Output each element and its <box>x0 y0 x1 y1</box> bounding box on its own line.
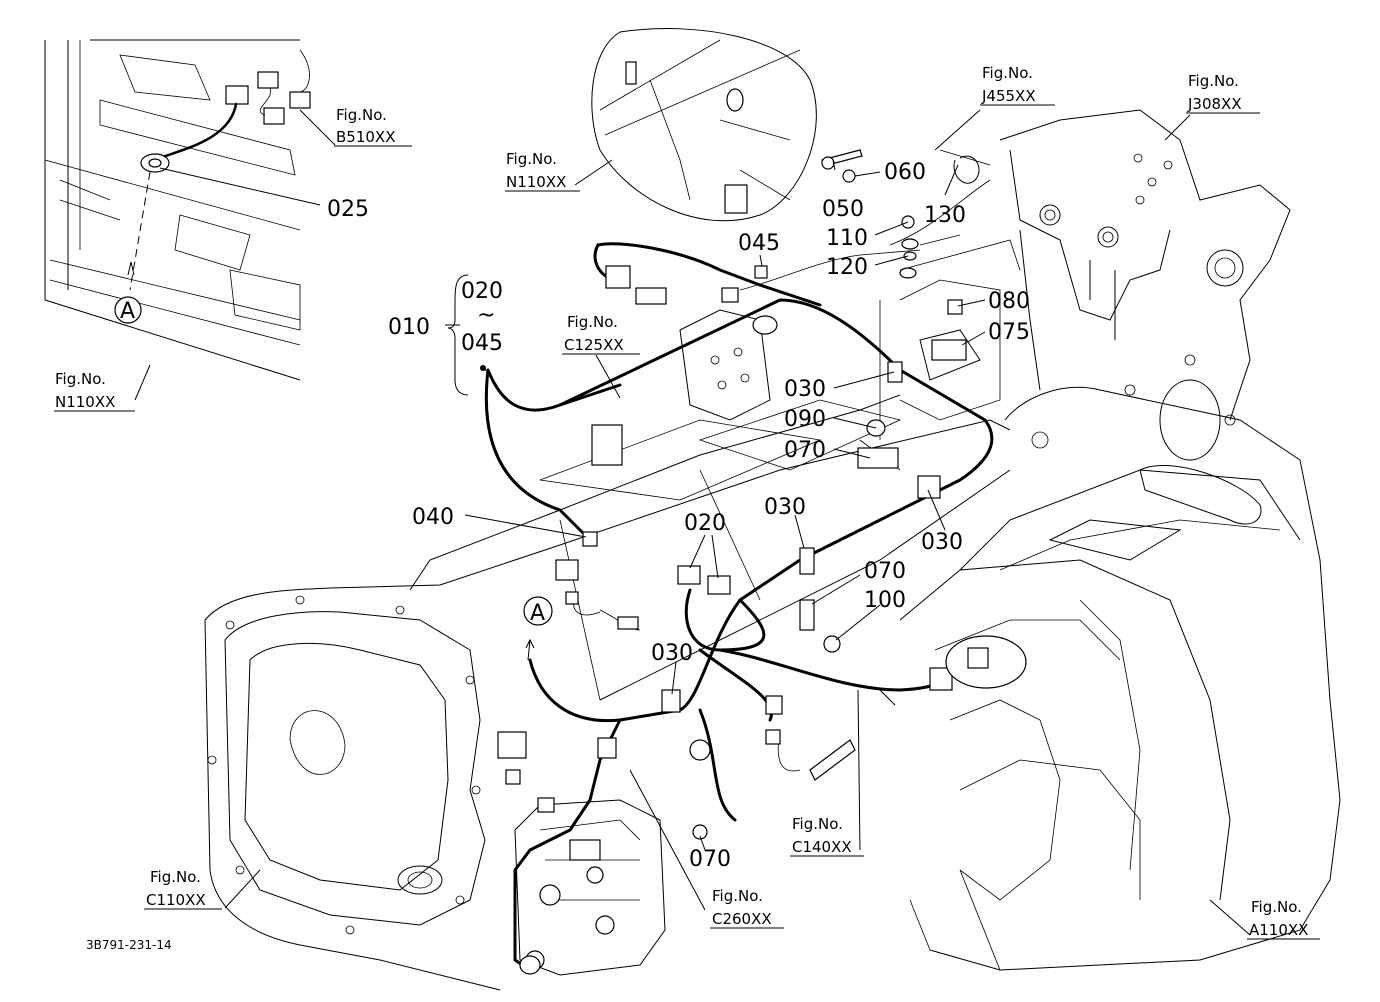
fig-ref-c110-line2: C110XX <box>146 891 206 909</box>
leader-lines <box>224 109 1251 936</box>
connector-icon <box>929 667 953 691</box>
part-label-130: 130 <box>924 203 966 228</box>
part-label-075: 075 <box>988 320 1030 345</box>
fig-ref-a110-line1: Fig.No. <box>1251 898 1302 916</box>
part-label-120: 120 <box>826 255 868 280</box>
fig-ref-n110-top-line1: Fig.No. <box>506 150 557 168</box>
part-label-070-c: 070 <box>689 847 731 872</box>
clamp-icon <box>887 361 903 383</box>
part-label-060: 060 <box>884 160 926 185</box>
part-label-070-a: 070 <box>784 438 826 463</box>
fig-ref-c110-line1: Fig.No. <box>150 868 201 886</box>
components <box>497 149 1027 975</box>
clamp-icon <box>917 475 941 499</box>
part-label-100: 100 <box>864 588 906 613</box>
fig-ref-j455-line1: Fig.No. <box>982 64 1033 82</box>
callout-bubble: Fig.No. N110XX <box>505 28 817 222</box>
bracket-075-icon <box>931 339 967 361</box>
part-label-080: 080 <box>988 289 1030 314</box>
part-label-010: 010 <box>388 315 430 340</box>
fig-ref-b510-line2: B510XX <box>336 128 395 146</box>
part-label-090: 090 <box>784 407 826 432</box>
fig-ref-j308-line2: J308XX <box>1187 95 1242 113</box>
bolt-080-icon <box>947 299 963 315</box>
clamp-icon <box>661 689 681 713</box>
fig-references: Fig.No. J455XX Fig.No. J308XX Fig.No. C1… <box>144 64 1320 940</box>
connector-icon <box>605 265 631 289</box>
fig-ref-c140-line1: Fig.No. <box>792 815 843 833</box>
fig-ref-c125-line2: C125XX <box>564 336 624 354</box>
part-label-025: 025 <box>327 197 369 222</box>
fig-ref-c140-line2: C140XX <box>792 838 852 856</box>
clamp-040-icon <box>582 531 598 547</box>
connector-icon <box>225 85 249 105</box>
part-label-040: 040 <box>412 505 454 530</box>
connector-icon <box>497 731 527 759</box>
transmission-case <box>204 109 1341 991</box>
fig-ref-n110-left-line1: Fig.No. <box>55 370 106 388</box>
part-label-050: 050 <box>822 197 864 222</box>
part-label-030-c: 030 <box>921 530 963 555</box>
part-labels: 045 060 050 130 110 120 080 075 010 020 … <box>388 160 1030 872</box>
marker-a-main-circle <box>523 596 553 626</box>
connector-icon <box>555 559 579 581</box>
fig-ref-j308-line1: Fig.No. <box>1188 72 1239 90</box>
fig-ref-n110-left-line2: N110XX <box>55 393 115 411</box>
part-label-110: 110 <box>826 226 868 251</box>
fig-ref-c125-line1: Fig.No. <box>567 313 618 331</box>
fig-ref-c260-line2: C260XX <box>712 910 772 928</box>
fig-ref-j455-line2: J455XX <box>981 87 1036 105</box>
marker-a-top: A <box>120 299 135 324</box>
sensor-icon <box>809 739 856 781</box>
fig-ref-b510-line1: Fig.No. <box>336 106 387 124</box>
fig-ref-n110-top-line2: N110XX <box>506 173 566 191</box>
range-tilde: ~ <box>477 303 495 328</box>
bracket-070-icon <box>799 599 815 631</box>
part-label-030-d: 030 <box>651 641 693 666</box>
fig-ref-a110-line2: A110XX <box>1249 921 1308 939</box>
marker-a-circle <box>114 296 142 324</box>
clamp-icon <box>799 547 815 575</box>
part-label-020: 020 <box>684 511 726 536</box>
part-label-070-b: 070 <box>864 559 906 584</box>
bolt-icon <box>754 265 768 279</box>
marker-a-main: A <box>530 601 545 626</box>
part-label-045: 045 <box>738 231 780 256</box>
part-label-045-range-end: 045 <box>461 331 503 356</box>
part-label-030-a: 030 <box>784 377 826 402</box>
fig-ref-c260-line1: Fig.No. <box>712 887 763 905</box>
connector-icon <box>677 565 701 585</box>
drawing-code: 3B791-231-14 <box>86 938 172 952</box>
inset-detail: 025 A Fig.No. B510XX Fig.No. N110XX <box>44 39 412 412</box>
bracket-070-icon <box>857 447 899 469</box>
part-label-030-b: 030 <box>764 495 806 520</box>
part-label-020-range-start: 020 <box>461 279 503 304</box>
